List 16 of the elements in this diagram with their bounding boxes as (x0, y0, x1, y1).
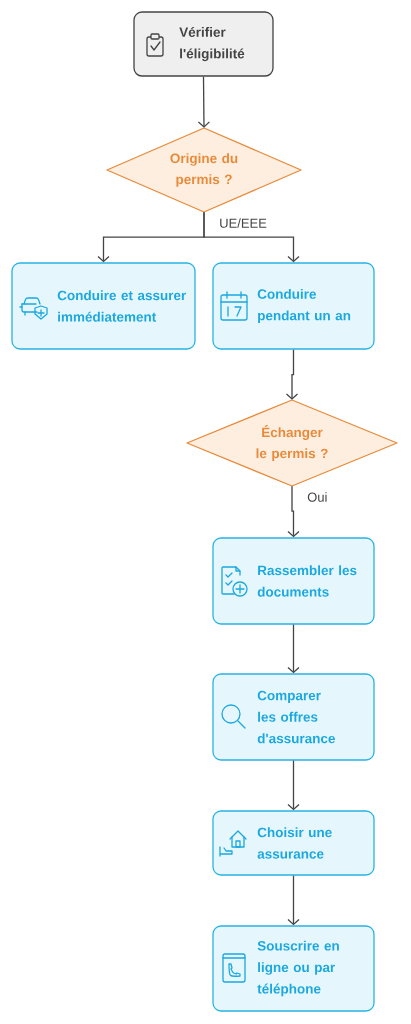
arrow (197, 76, 211, 128)
process-box: Conduire pendant un an (212, 262, 375, 350)
arrow (287, 760, 300, 811)
process-box: Rassembler les documents (212, 537, 375, 625)
process-box: Souscrire en ligne ou par téléphone (212, 925, 375, 1012)
start-box: Vérifier l'éligibilité (133, 11, 274, 77)
edge-label: UE/EEE (218, 217, 268, 229)
process-box: Comparer les offres d'assurance (212, 673, 375, 761)
arrow (287, 485, 300, 538)
arrow (285, 349, 299, 400)
edge-label: Oui (306, 491, 329, 503)
arrow (287, 624, 300, 674)
arrow (203, 211, 300, 263)
process-box: Choisir une assurance (212, 810, 375, 876)
arrow (287, 875, 300, 926)
process-box: Conduire et assurer immédiatement (11, 262, 196, 350)
